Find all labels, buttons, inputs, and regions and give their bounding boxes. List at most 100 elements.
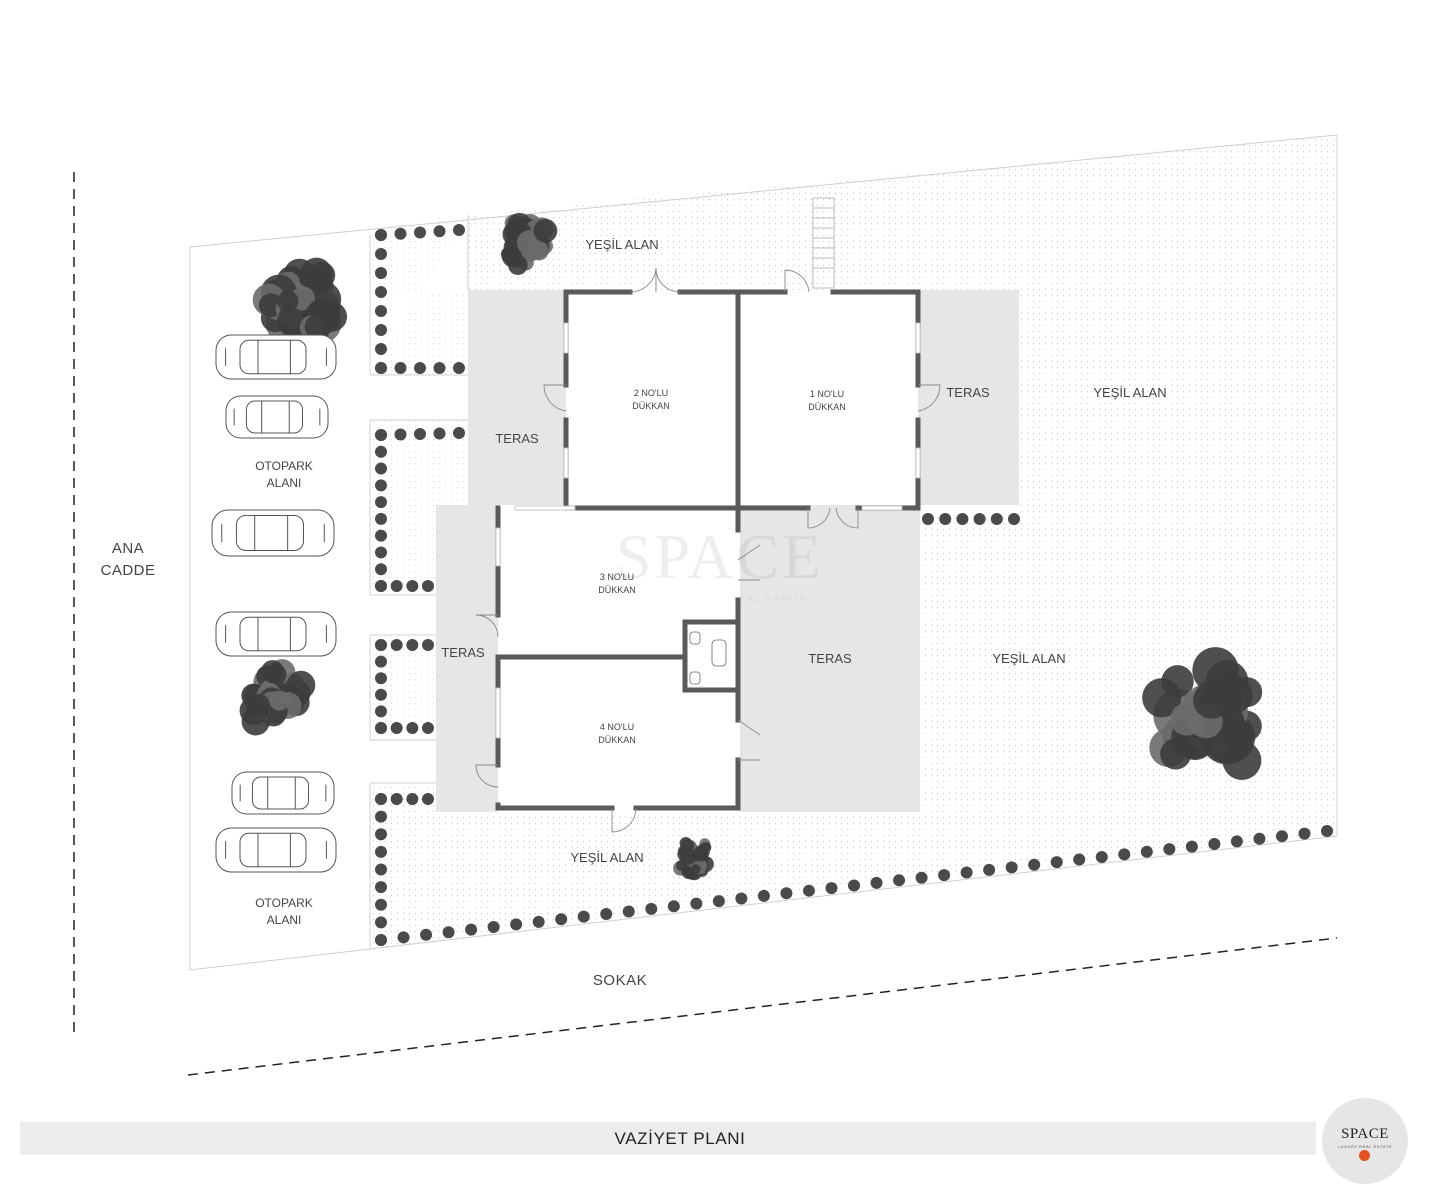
label-street: SOKAK [593, 972, 647, 989]
terraces [436, 290, 1019, 812]
hedge-shrub [375, 688, 387, 701]
label-parking-top-2: ALANI [267, 476, 302, 490]
tree [673, 836, 714, 881]
hedge-shrub [1275, 830, 1288, 843]
hedge-shrub [390, 639, 403, 651]
hedge-shrub [375, 881, 387, 894]
svg-text:SPACE: SPACE [616, 521, 824, 592]
label-green-right: YEŞİL ALAN [1093, 385, 1166, 400]
hedge-shrub [600, 908, 613, 921]
label-green-mid-right: YEŞİL ALAN [992, 651, 1065, 666]
hedge-shrub [1140, 845, 1153, 858]
hedge-shrub [645, 902, 658, 915]
logo-name: SPACE [1341, 1126, 1389, 1142]
terrace-left-lower [436, 505, 498, 812]
street-edge [187, 937, 1338, 1076]
hedge-shrub [1050, 856, 1063, 869]
hedge-shrub [390, 793, 403, 805]
label-parking-top-1: OTOPARK [255, 459, 313, 473]
hedge-shrub [1008, 513, 1020, 525]
hedge-shrub [375, 563, 387, 576]
hedge-shrub [453, 224, 465, 236]
tree [500, 212, 558, 275]
hedge-shrub [375, 546, 387, 559]
trees [239, 212, 1263, 881]
hedge-shrub [690, 897, 703, 910]
parking-separators [369, 215, 469, 950]
hedge-shrub [406, 793, 419, 805]
hedge-shrub [420, 928, 433, 941]
label-main-road-1: ANA [112, 540, 144, 557]
hedge-shrub [375, 529, 387, 542]
hedge-shrub [802, 884, 815, 897]
hedge-shrub [667, 900, 680, 913]
windows [495, 322, 921, 739]
hedge-shrub [375, 479, 387, 492]
hedge-shrub [375, 916, 387, 929]
hedge-shrub [375, 845, 387, 858]
hedge-shrub [532, 915, 545, 928]
hedge-shrub [1230, 835, 1243, 848]
hedge-shrub [712, 895, 725, 908]
label-terrace-center: TERAS [808, 651, 852, 666]
car [211, 509, 335, 557]
area-labels: ANA CADDE SOKAK OTOPARK ALANI OTOPARK AL… [100, 237, 1166, 989]
hedge-shrub [375, 934, 387, 946]
hedge-shrub [973, 513, 986, 525]
label-main-road-2: CADDE [100, 562, 155, 579]
hedge-shrub [375, 496, 387, 509]
hedge-shrub [453, 427, 465, 439]
hedge-shrub [406, 639, 419, 651]
hedge-shrub [983, 863, 996, 876]
watermark: SPACE REAL ESTATE [616, 521, 824, 604]
hedge-shrub [422, 639, 434, 651]
hedge-shrub [375, 672, 387, 685]
hedge-shrub [848, 879, 860, 892]
hedge-shrub [922, 513, 934, 525]
label-shop-3-1: 3 NO'LU [600, 572, 634, 582]
plan-title: VAZİYET PLANI [614, 1129, 746, 1148]
hedge-shrub [422, 793, 434, 805]
hedge-shrub [735, 892, 748, 905]
hedge-shrub [375, 810, 387, 823]
hedge-shrub [390, 722, 403, 734]
hedge-shrub [433, 225, 446, 238]
hedge-shrub [375, 462, 387, 475]
hedge-shrub [397, 931, 410, 944]
hedge-shrub [990, 513, 1003, 525]
hedge-shrub [375, 445, 387, 458]
hedge-shrub [577, 910, 590, 923]
hedge-shrub [375, 248, 387, 260]
hedge-shrub [375, 828, 387, 841]
title-bar [20, 1122, 1316, 1155]
door-swings [475, 267, 941, 833]
logo-dot [1359, 1150, 1370, 1161]
terrace-right-upper [918, 290, 1019, 505]
hedge-shrub [442, 926, 455, 939]
hedge-shrub [375, 722, 387, 734]
hedge-shrub [394, 428, 407, 441]
hedge-shrub [394, 227, 407, 240]
hedge-shrub [780, 887, 793, 900]
hedge-shrub [1163, 843, 1176, 856]
hedge-shrub [939, 513, 952, 525]
hedge-shrub [1298, 827, 1311, 840]
hedge-shrub [375, 639, 387, 651]
hedge-shrub [414, 428, 426, 440]
staircase [812, 197, 835, 289]
hedge-shrub [555, 913, 568, 926]
parked-cars [211, 334, 337, 873]
label-shop-3-2: DÜKKAN [598, 585, 636, 595]
label-green-top: YEŞİL ALAN [585, 237, 658, 252]
terrace-left-upper [468, 290, 566, 505]
hedge-shrub [390, 580, 403, 592]
hedge-shrub [375, 793, 387, 805]
hedge-shrub [422, 580, 434, 592]
hedge-shrub [453, 362, 465, 374]
hedge-shrub [375, 898, 387, 911]
label-shop-1-1: 1 NO'LU [810, 389, 844, 399]
hedge-shrub [406, 580, 419, 592]
hedge-shrub [394, 362, 407, 374]
car [215, 827, 337, 873]
label-parking-bottom-2: ALANI [267, 913, 302, 927]
